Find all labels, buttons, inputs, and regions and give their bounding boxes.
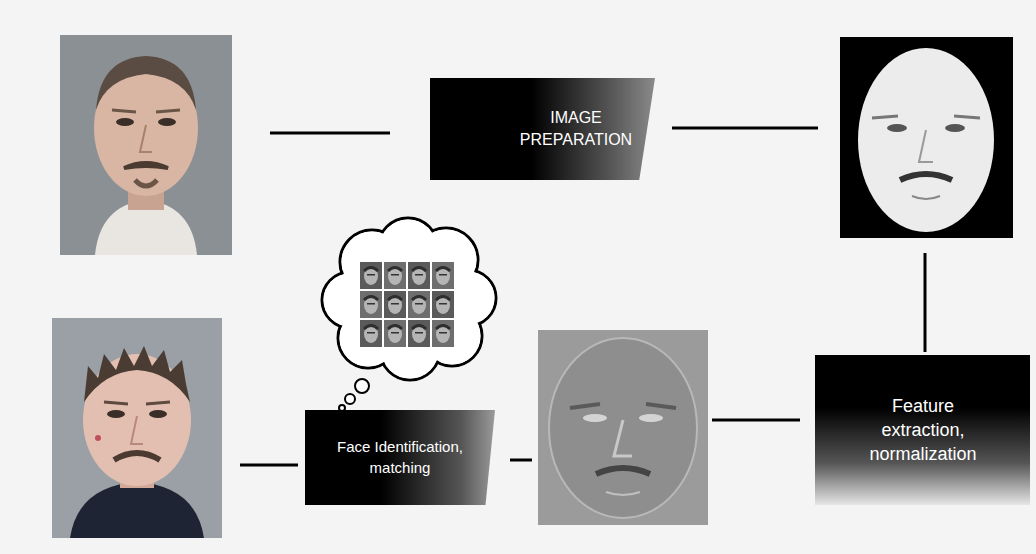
- process-box: Feature extraction, normalization: [815, 355, 1030, 505]
- gallery-face: [384, 320, 406, 347]
- gallery-face: [432, 291, 454, 318]
- normalized-face: [538, 330, 708, 525]
- gallery-face: [360, 262, 382, 289]
- thought-cloud: [322, 218, 496, 411]
- gallery-face: [360, 320, 382, 347]
- box-label: IMAGE PREPARATION: [512, 107, 640, 150]
- gallery-face: [432, 320, 454, 347]
- gallery-face: [408, 320, 430, 347]
- box-label: Face Identification, matching: [333, 437, 467, 478]
- gallery-face: [360, 291, 382, 318]
- gallery-face: [408, 262, 430, 289]
- gallery-face: [384, 291, 406, 318]
- gallery-face: [408, 291, 430, 318]
- process-box: IMAGE PREPARATION: [430, 78, 655, 180]
- gallery-face: [432, 262, 454, 289]
- gallery-face: [384, 262, 406, 289]
- input-photo: [60, 35, 232, 255]
- matched-photo: [52, 318, 222, 538]
- masked-face: [840, 37, 1013, 238]
- process-box: Face Identification, matching: [305, 410, 495, 505]
- box-label: Feature extraction, normalization: [852, 394, 994, 467]
